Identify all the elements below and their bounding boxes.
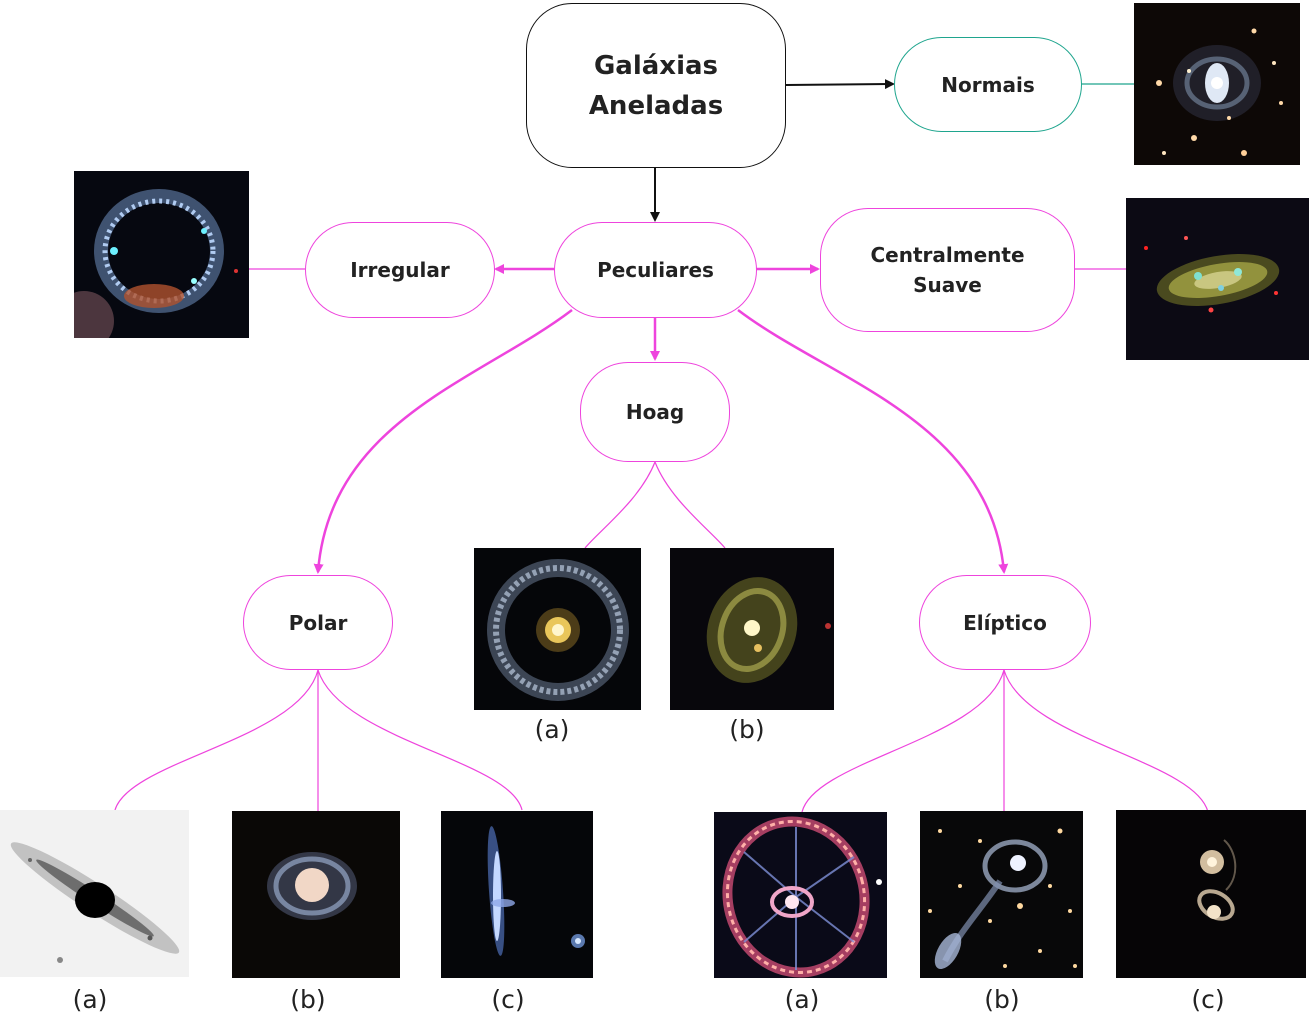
node-peculiares-label: Peculiares	[597, 258, 714, 282]
node-centralmente-suave-label: Centralmente Suave	[870, 243, 1025, 297]
hoag-caption-b: (b)	[729, 715, 765, 744]
polar-c-galaxy-image	[441, 811, 593, 978]
node-normais[interactable]: Normais	[894, 37, 1082, 132]
irregular-galaxy-image	[74, 171, 249, 338]
polar-a-galaxy-image	[0, 810, 189, 977]
edge-polar-c	[317, 669, 523, 811]
edge-eliptico-c	[1003, 669, 1209, 813]
eliptico-c-galaxy-image	[1116, 810, 1306, 978]
node-irregular[interactable]: Irregular	[305, 222, 495, 318]
eliptico-a-galaxy-image	[714, 812, 887, 978]
edge-root-normais	[785, 79, 895, 90]
edge-eliptico-a	[801, 669, 1005, 813]
node-polar[interactable]: Polar	[243, 575, 393, 670]
node-irregular-label: Irregular	[350, 258, 450, 282]
eliptico-caption-a: (a)	[784, 985, 820, 1014]
node-centralmente-suave[interactable]: Centralmente Suave	[820, 208, 1075, 332]
centralmente-suave-galaxy-image	[1126, 198, 1309, 360]
node-normais-label: Normais	[941, 72, 1035, 97]
polar-caption-c: (c)	[491, 985, 525, 1014]
eliptico-b-galaxy-image	[920, 811, 1083, 978]
edge-polar-a	[114, 669, 319, 811]
node-hoag[interactable]: Hoag	[580, 362, 730, 462]
hoag-b-galaxy-image	[670, 548, 834, 710]
hoag-caption-a: (a)	[534, 715, 570, 744]
eliptico-caption-c: (c)	[1191, 985, 1225, 1014]
edge-peculiares-eliptico	[737, 309, 1009, 574]
polar-caption-a: (a)	[72, 985, 108, 1014]
edge-peculiares-polar	[313, 309, 573, 574]
hoag-a-galaxy-image	[474, 548, 641, 710]
polar-caption-b: (b)	[290, 985, 326, 1014]
node-hoag-label: Hoag	[625, 400, 685, 424]
node-galaxias-aneladas[interactable]: Galáxias Aneladas	[526, 3, 786, 168]
node-polar-label: Polar	[288, 610, 348, 635]
node-galaxias-aneladas-label: Galáxias Aneladas	[588, 50, 724, 121]
node-eliptico[interactable]: Elíptico	[919, 575, 1091, 670]
edge-hoag-a	[584, 461, 656, 549]
normais-galaxy-image	[1134, 3, 1300, 165]
edge-hoag-b	[654, 461, 726, 549]
eliptico-caption-b: (b)	[984, 985, 1020, 1014]
node-peculiares[interactable]: Peculiares	[554, 222, 757, 318]
node-eliptico-label: Elíptico	[963, 610, 1047, 635]
polar-b-galaxy-image	[232, 811, 400, 978]
